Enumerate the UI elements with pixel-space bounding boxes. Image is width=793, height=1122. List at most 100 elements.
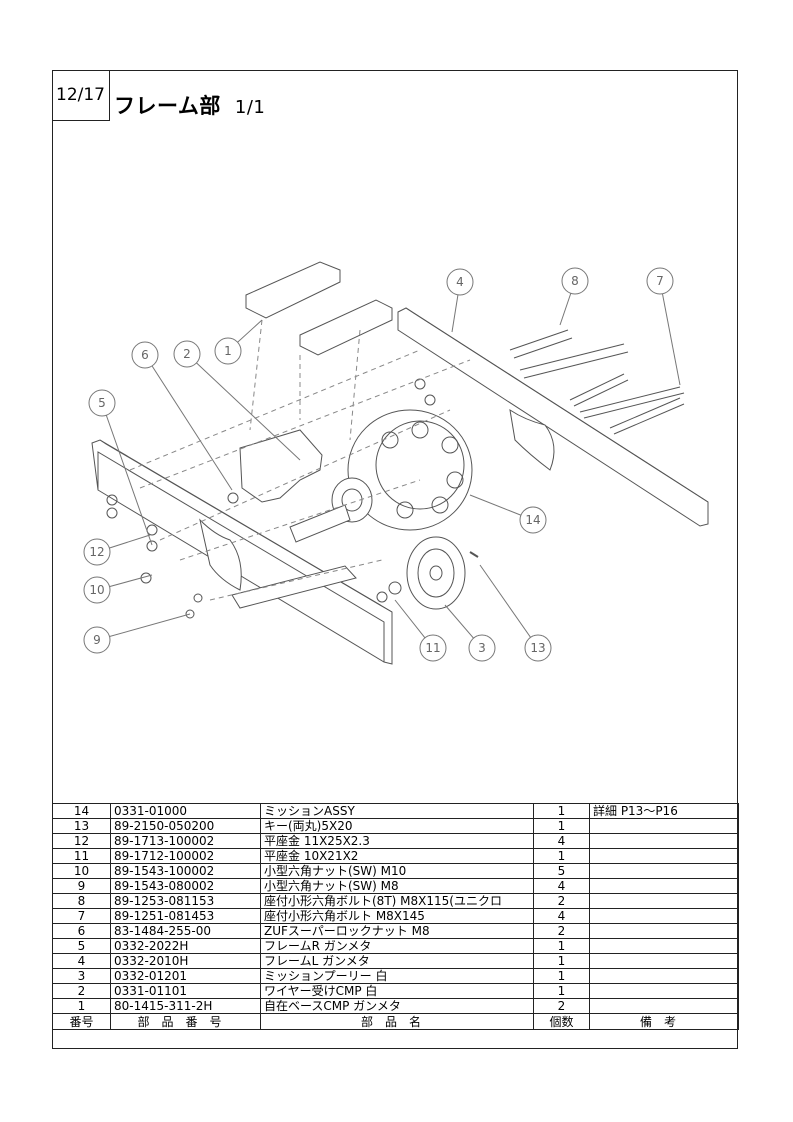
cell-qty: 1 [533,938,590,954]
callout-label: 3 [478,641,486,655]
cell-no: 12 [52,833,111,849]
header-part-no: 部品番号 [110,1013,261,1030]
cell-part-no: 0332-2022H [110,938,261,954]
cell-name: ZUFスーパーロックナット M8 [260,923,534,939]
cell-name: ミッションASSY [260,803,534,819]
cell-part-no: 0331-01000 [110,803,261,819]
callout-label: 4 [456,275,464,289]
assembly-lines [129,319,471,601]
cell-part-no: 89-1712-100002 [110,848,261,864]
cell-remarks [589,878,739,894]
cell-part-no: 89-1253-081153 [110,893,261,909]
cell-no: 14 [52,803,111,819]
cell-name: 小型六角ナット(SW) M10 [260,863,534,879]
cell-no: 5 [52,938,111,954]
cell-name: フレームR ガンメタ [260,938,534,954]
cell-remarks [589,863,739,879]
callout-label: 5 [98,396,106,410]
cell-part-no: 80-1415-311-2H [110,998,261,1014]
cell-remarks [589,953,739,969]
cell-name: ミッションプーリー 白 [260,968,534,984]
cell-no: 1 [52,998,111,1014]
callout-circle [524,634,552,662]
callout-circle [83,626,111,654]
cell-no: 6 [52,923,111,939]
callout-circle [214,337,242,365]
callout-circle [561,267,589,295]
callout-label: 6 [141,348,149,362]
cell-no: 10 [52,863,111,879]
cell-qty: 5 [533,863,590,879]
callout-circle [468,634,496,662]
cell-remarks [589,923,739,939]
header-name: 部品名 [260,1013,534,1030]
callout-circle [446,268,474,296]
cell-qty: 4 [533,908,590,924]
cell-qty: 1 [533,818,590,834]
callout-label: 13 [530,641,545,655]
cell-name: 座付小形六角ボルト(8T) M8X115(ユニクロ [260,893,534,909]
cell-qty: 2 [533,998,590,1014]
cell-remarks [589,983,739,999]
cell-qty: 2 [533,923,590,939]
header-no: 番号 [52,1013,111,1030]
cell-name: 座付小形六角ボルト M8X145 [260,908,534,924]
callout-circle [419,634,447,662]
table-header-row: 番号 部品番号 部品名 個数 備考 [52,1013,739,1030]
callout-circle [131,341,159,369]
cell-qty: 1 [533,803,590,819]
title-text: フレーム部 [114,94,221,118]
cell-part-no: 89-1251-081453 [110,908,261,924]
page-number: 12/17 [52,70,110,121]
subtitle-text: 1/1 [234,97,266,118]
callout-circle [88,389,116,417]
cell-qty: 1 [533,953,590,969]
cell-qty: 1 [533,848,590,864]
cell-qty: 1 [533,983,590,999]
cell-part-no: 89-2150-050200 [110,818,261,834]
base-bracket-part [245,261,393,356]
callout-circle [173,340,201,368]
cell-name: ワイヤー受けCMP 白 [260,983,534,999]
callout-circle [519,506,547,534]
wire-holder-part [239,429,323,503]
callout-circle [83,576,111,604]
callout-circle [646,267,674,295]
cell-part-no: 89-1543-100002 [110,863,261,879]
header-qty: 個数 [533,1013,590,1030]
cell-name: 平座金 10X21X2 [260,848,534,864]
page-frame [52,70,738,1049]
cell-name: 自在ベースCMP ガンメタ [260,998,534,1014]
frame-r-part [91,439,393,665]
bolts-part [509,329,685,435]
cell-remarks: 詳細 P13〜P16 [589,803,739,819]
callout-label: 1 [224,344,232,358]
cell-qty: 4 [533,833,590,849]
cell-no: 11 [52,848,111,864]
callout-label: 7 [656,274,664,288]
transmission-assy-part [289,409,473,543]
cell-name: フレームL ガンメタ [260,953,534,969]
cell-remarks [589,848,739,864]
shaft-part [231,565,357,609]
callout-label: 12 [89,545,104,559]
cell-name: キー(両丸)5X20 [260,818,534,834]
callout-circle [83,538,111,566]
callout-label: 9 [93,633,101,647]
cell-name: 平座金 11X25X2.3 [260,833,534,849]
cell-remarks [589,818,739,834]
cell-remarks [589,833,739,849]
cell-name: 小型六角ナット(SW) M8 [260,878,534,894]
